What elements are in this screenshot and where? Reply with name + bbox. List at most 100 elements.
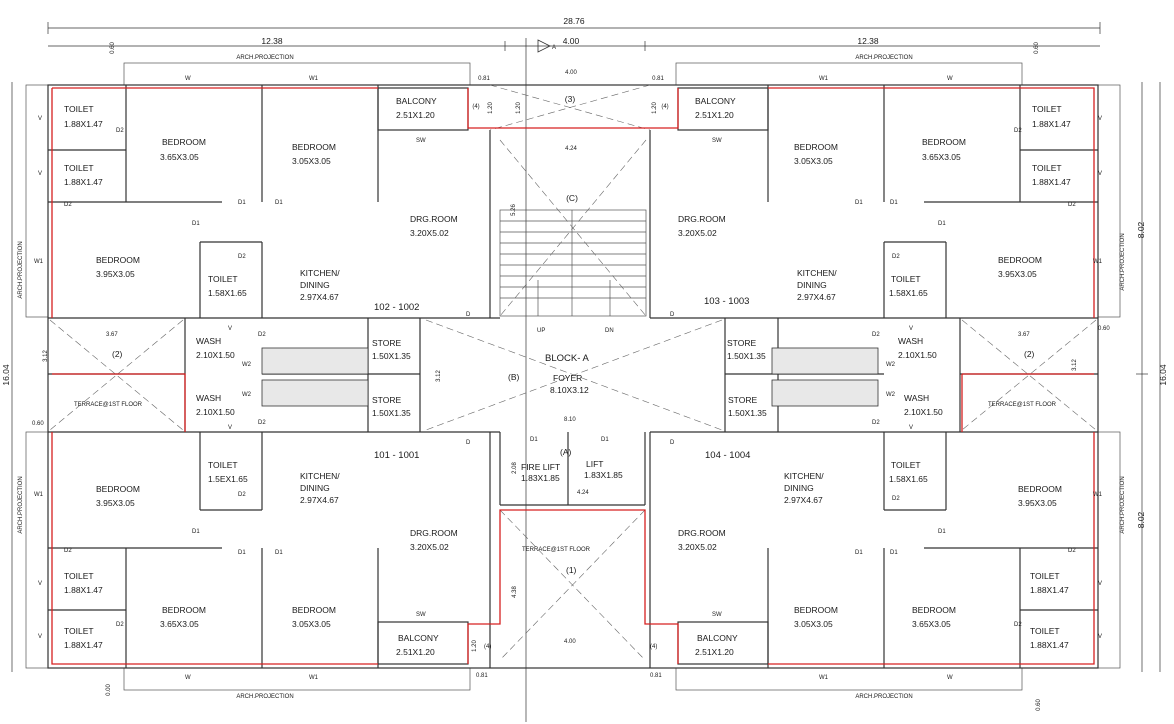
room-label: BEDROOM: [162, 137, 206, 147]
block-name: BLOCK- A: [545, 353, 589, 364]
room-size: 3.05X3.05: [794, 156, 833, 166]
room-label: KITCHEN/: [300, 471, 340, 481]
window-code: W2: [886, 362, 896, 368]
room-label: DRG.ROOM: [678, 528, 726, 538]
window-code: W1: [309, 675, 319, 681]
terrace-label-right: TERRACE@1ST FLOOR: [988, 402, 1057, 408]
door-code: D2: [116, 128, 124, 134]
dim-offset-tr: 0.60: [1034, 42, 1040, 54]
window-code: W1: [309, 76, 319, 82]
room-size: 1.50X1.35: [728, 408, 767, 418]
room-size: 2.97X4.67: [784, 495, 823, 505]
room-label: DINING: [784, 483, 814, 493]
room-label: DRG.ROOM: [410, 214, 458, 224]
window-code: W1: [819, 76, 829, 82]
dim-core-inner-bottom: 4.00: [564, 639, 576, 645]
room-label: BEDROOM: [292, 605, 336, 615]
room-size: 1.50X1.35: [372, 408, 411, 418]
room-size: 3.95X3.05: [96, 269, 135, 279]
room-size: 1.88X1.47: [1030, 585, 1069, 595]
room-label: BEDROOM: [162, 605, 206, 615]
window-code: W1: [34, 492, 44, 498]
room-size: 3.20X5.02: [410, 228, 449, 238]
room-size: 3.65X3.05: [160, 152, 199, 162]
room-size: 1.88X1.47: [1032, 177, 1071, 187]
room-size: 1.88X1.47: [64, 640, 103, 650]
section-marker: A: [537, 39, 556, 53]
door-code: D2: [1068, 202, 1076, 208]
room-label: BALCONY: [695, 96, 736, 106]
door-code: D1: [890, 550, 898, 556]
vent-code: V: [228, 425, 232, 431]
room-size: 3.20X5.02: [410, 542, 449, 552]
dim-offset-left-mid: 0.60: [32, 421, 44, 427]
open-areas: [49, 84, 1097, 661]
lift-label: LIFT: [586, 459, 603, 469]
vent-code: V: [38, 171, 42, 177]
room-size: 1.50X1.35: [372, 351, 411, 361]
unit-number: 104 - 1004: [705, 450, 750, 461]
door-code: D1: [530, 437, 538, 443]
room-size: 2.51X1.20: [396, 110, 435, 120]
room-label: BEDROOM: [922, 137, 966, 147]
dim-right-lower: 8.02: [1136, 511, 1146, 528]
room-size: 1.88X1.47: [64, 585, 103, 595]
room-size: 1.50X1.35: [727, 351, 766, 361]
vent-code: V: [909, 326, 913, 332]
door-code: D1: [855, 200, 863, 206]
sliding-window-code: SW: [712, 138, 722, 144]
room-label: TOILET: [891, 274, 921, 284]
room-size: 1.58X1.65: [889, 474, 928, 484]
circle-label-1: (1): [566, 565, 577, 575]
vent-code: V: [38, 581, 42, 587]
window-code: W1: [819, 675, 829, 681]
door-code: D1: [601, 437, 609, 443]
room-size: 2.51X1.20: [695, 647, 734, 657]
dim-balc-gap-tr: 0.81: [652, 76, 664, 82]
dim-lift-height: 2.08: [512, 462, 518, 474]
room-size: 2.51X1.20: [695, 110, 734, 120]
door-code: D1: [938, 221, 946, 227]
staircase: [499, 209, 647, 317]
dim-core-top: 4.00: [563, 36, 580, 46]
vent-code: V: [1098, 634, 1102, 640]
room-size: 3.95X3.05: [998, 269, 1037, 279]
room-label: BEDROOM: [96, 484, 140, 494]
window-code: W2: [242, 392, 252, 398]
room-size: 1.88X1.47: [1032, 119, 1071, 129]
arch-projection-top-left: ARCH.PROJECTION: [236, 55, 293, 61]
dim-overall-width: 28.76: [563, 16, 585, 26]
room-label: WASH: [898, 336, 923, 346]
door-code: D2: [872, 420, 880, 426]
vent-code: V: [1098, 116, 1102, 122]
dim-balc-gap-br: 0.81: [650, 673, 662, 679]
room-label: STORE: [372, 338, 401, 348]
stair-up: UP: [537, 328, 545, 334]
sliding-window-code: SW: [712, 612, 722, 618]
sliding-window-code: SW: [416, 612, 426, 618]
circle-label-4-br: (4): [650, 644, 657, 650]
window-code: W2: [886, 392, 896, 398]
stair-down: DN: [605, 328, 614, 334]
fire-lift-size: 1.83X1.85: [521, 473, 560, 483]
dim-balc-120-bl: 1.20: [472, 640, 478, 652]
room-label: DRG.ROOM: [678, 214, 726, 224]
room-label: DINING: [300, 280, 330, 290]
door-code: D2: [1068, 548, 1076, 554]
room-label: BALCONY: [398, 633, 439, 643]
room-label: TOILET: [64, 104, 94, 114]
room-label: BEDROOM: [998, 255, 1042, 265]
unit-103-1003: TOILET 1.88X1.47 TOILET 1.88X1.47 BEDROO…: [678, 96, 1071, 307]
room-size: 2.10X1.50: [898, 350, 937, 360]
circle-label-2-right: (2): [1024, 349, 1035, 359]
arch-projection-left-lower: ARCH.PROJECTION: [18, 476, 24, 533]
circle-label-B: (B): [508, 372, 520, 382]
circle-label-C: (C): [566, 193, 578, 203]
room-size: 3.95X3.05: [96, 498, 135, 508]
door-code: D2: [258, 332, 266, 338]
sliding-window-code: SW: [416, 138, 426, 144]
dim-terrace-h-left: 3.12: [43, 350, 49, 362]
room-label: KITCHEN/: [784, 471, 824, 481]
circle-label-2-left: (2): [112, 349, 123, 359]
